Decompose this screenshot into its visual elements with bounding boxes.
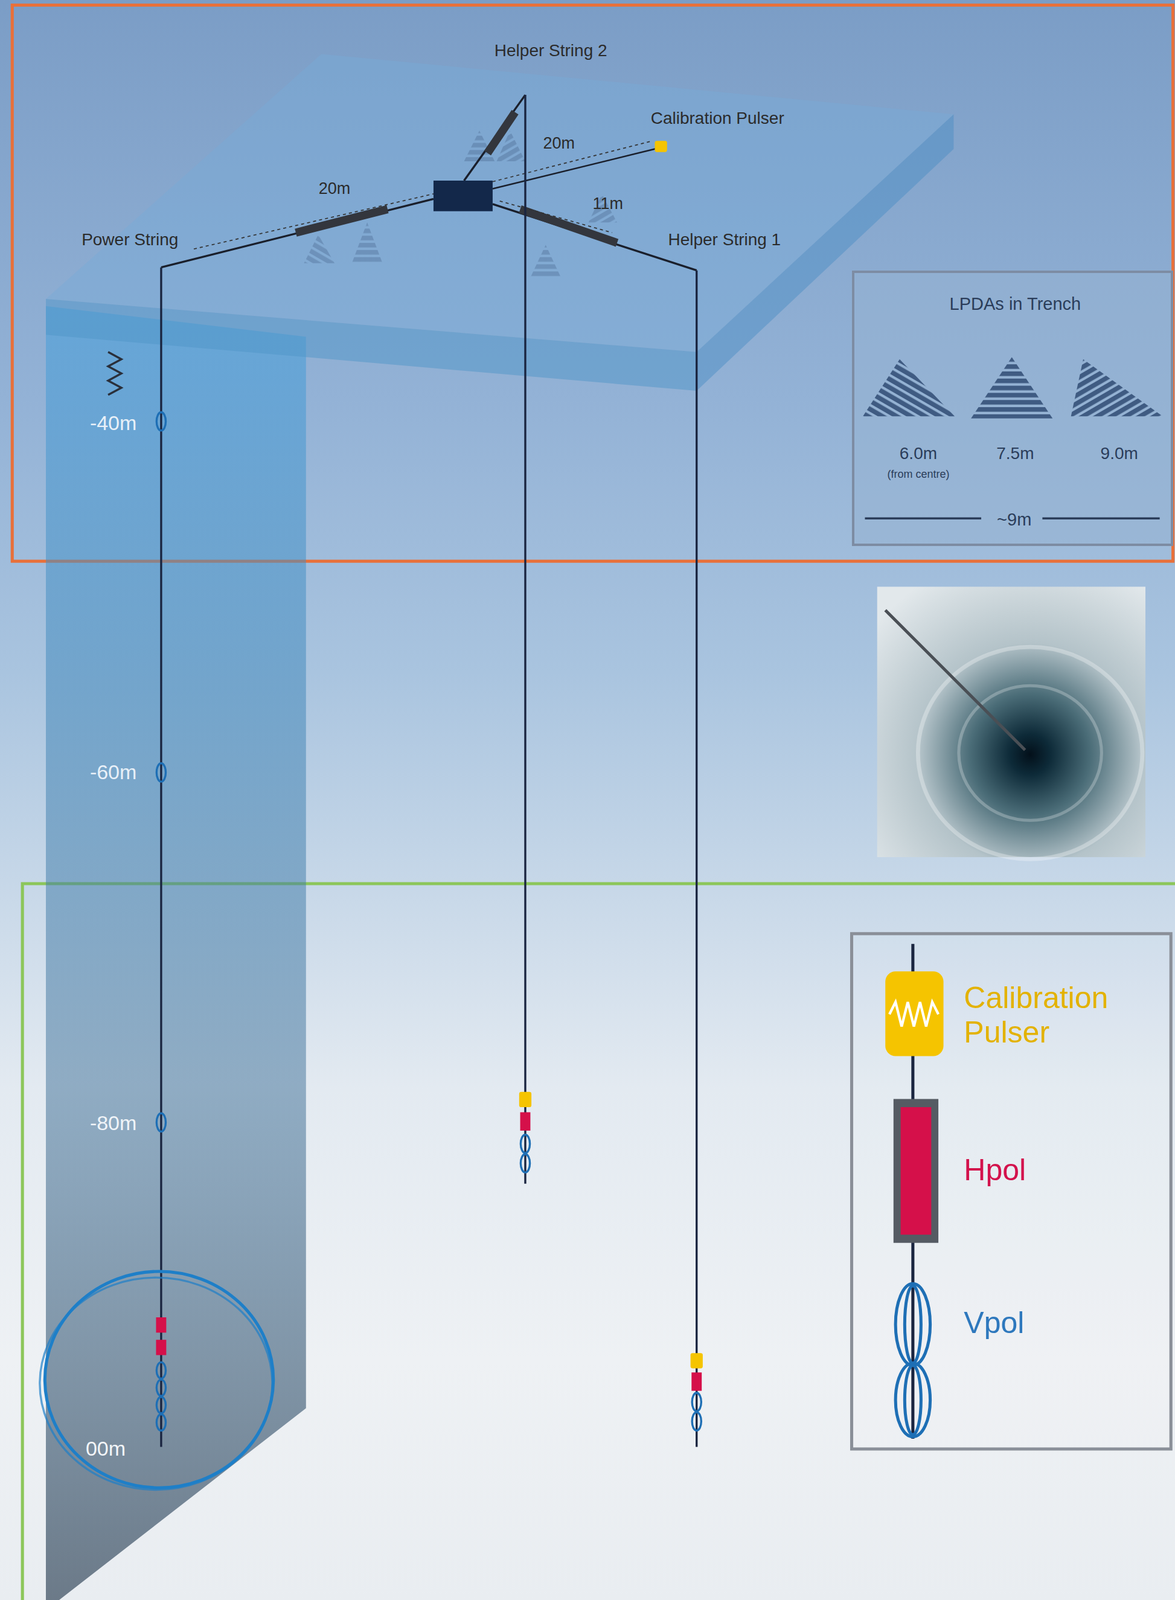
- trench: [487, 112, 516, 154]
- ice-slab-front: [45, 298, 697, 391]
- vpol-antenna: [691, 1411, 702, 1430]
- vpol-antenna: [156, 1379, 166, 1396]
- scale-bar: [1042, 517, 1160, 520]
- ice-slab-top: [45, 54, 954, 353]
- lpda-icon: [1071, 359, 1163, 417]
- vpol-antenna: [520, 1134, 530, 1153]
- vpol-symbol: [895, 1283, 930, 1436]
- hpol-antenna: [691, 1371, 702, 1390]
- cable: [492, 147, 659, 189]
- hpol-antenna: [155, 1339, 167, 1355]
- borehole-photo: [877, 586, 1146, 857]
- lpda-icon: [303, 234, 335, 264]
- vpol-antenna: [691, 1392, 702, 1411]
- lpda-icon: [530, 244, 561, 278]
- hpol-frame: [893, 1098, 939, 1243]
- vpol-antennas: [156, 412, 702, 1431]
- surface-pulser: [654, 140, 667, 153]
- lpda-icon: [352, 222, 383, 264]
- panel-text: (from centre): [886, 467, 950, 481]
- dimension-line: [193, 193, 434, 249]
- vpol-antenna: [156, 763, 166, 782]
- panel-text: 7.5m: [996, 443, 1034, 464]
- legend-label: Vpol: [963, 1305, 1025, 1341]
- vpol-antenna: [156, 412, 166, 431]
- vpol-lobe: [895, 1283, 930, 1365]
- label: Power String: [81, 230, 179, 250]
- label: -80m: [89, 1110, 137, 1135]
- label: 11m: [592, 194, 624, 214]
- ice-plane: [45, 306, 307, 1600]
- label: Calibration Pulser: [650, 108, 785, 129]
- vpol-antenna: [520, 1153, 530, 1172]
- trench-lpdas: [303, 130, 618, 278]
- hpol-antenna: [155, 1316, 167, 1332]
- cable: [464, 94, 526, 181]
- cable: [492, 204, 697, 271]
- lpda-icon: [862, 359, 955, 417]
- pulser: [519, 1091, 532, 1107]
- hpol-symbol: [900, 1106, 932, 1235]
- legend-label: Calibration Pulser: [963, 979, 1168, 1050]
- label: 00m: [85, 1436, 126, 1460]
- trench: [295, 208, 388, 233]
- panel-text: ~9m: [996, 509, 1032, 530]
- trench: [520, 208, 618, 243]
- label: 20m: [318, 179, 351, 199]
- label: 20m: [542, 134, 575, 154]
- legend-box: [851, 933, 1172, 1449]
- helper-string: [695, 270, 698, 1447]
- highlight-circle: [39, 1277, 273, 1489]
- vpol-lobe: [904, 1285, 921, 1363]
- panel-text: LPDAs in Trench: [949, 294, 1082, 314]
- pulser-wave: [889, 1001, 939, 1027]
- pulser: [690, 1352, 703, 1368]
- vpol-lobe: [895, 1362, 930, 1437]
- squiggle-symbol: [108, 352, 122, 395]
- photo-cable: [885, 609, 1025, 750]
- cable: [161, 198, 434, 267]
- panel-text: 9.0m: [1100, 443, 1139, 464]
- daq-box: [433, 180, 493, 212]
- label: -60m: [89, 760, 137, 784]
- scale-bar: [864, 517, 982, 520]
- label: -40m: [89, 411, 137, 436]
- vpol-antenna: [156, 1414, 166, 1431]
- label: Helper String 1: [667, 230, 781, 250]
- vpol-lobe: [904, 1364, 921, 1435]
- legend-label: Hpol: [963, 1152, 1026, 1188]
- label: Helper String 2: [494, 41, 608, 61]
- vpol-antenna: [156, 1361, 166, 1378]
- hpol-antenna: [520, 1111, 531, 1130]
- vpol-antenna: [156, 1112, 166, 1131]
- vpol-antenna: [156, 1396, 166, 1413]
- lpda-icon: [970, 356, 1053, 418]
- pulser-symbol: [885, 970, 944, 1056]
- photo-ring: [917, 646, 1143, 859]
- helper-string: [524, 94, 526, 1184]
- panel-text: 6.0m: [899, 443, 938, 464]
- legend-panel: LPDAs in Trench 6.0m (from centre) 7.5m 9.0m…: [851, 270, 1174, 546]
- lpda-box-fill: [851, 270, 1174, 546]
